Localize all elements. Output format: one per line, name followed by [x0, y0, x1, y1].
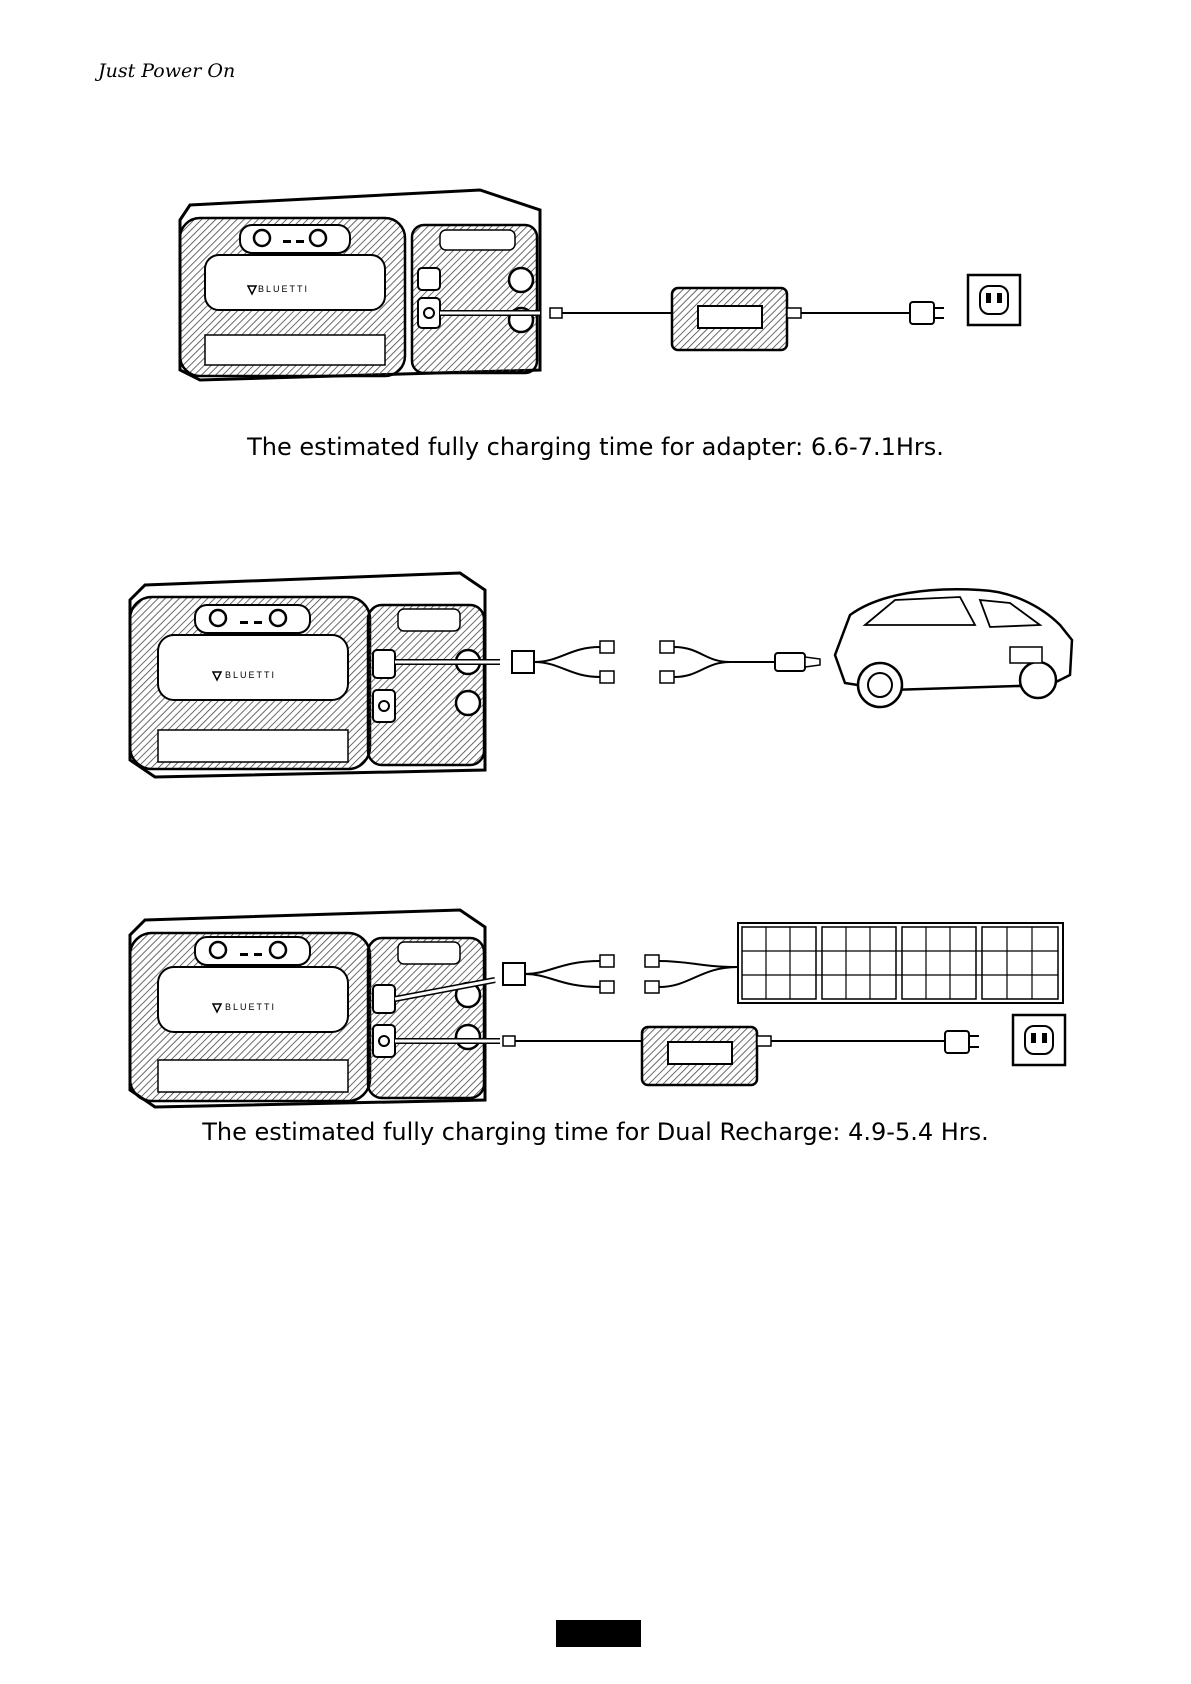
- page-number-bar: [556, 1620, 641, 1647]
- figure-dual-recharge: BLUETTI: [0, 905, 1191, 1115]
- caption-dual-recharge: The estimated fully charging time for Du…: [0, 1118, 1191, 1146]
- brand-logo-3: BLUETTI: [225, 1002, 276, 1012]
- caption-adapter-charging: The estimated fully charging time for ad…: [0, 433, 1191, 461]
- solar-panel: [738, 923, 1063, 1003]
- wall-outlet: [1013, 1015, 1065, 1065]
- adapter-charging-illustration: BLUETTI: [0, 180, 1191, 400]
- battery-module: BLUETTI: [180, 190, 540, 380]
- power-adapter: [672, 288, 944, 350]
- battery-module: BLUETTI: [130, 573, 485, 777]
- car-charging-illustration: BLUETTI: [0, 565, 1191, 785]
- header-tagline: Just Power On: [98, 60, 235, 82]
- brand-logo-1: BLUETTI: [258, 284, 309, 294]
- dual-recharge-illustration: BLUETTI: [0, 905, 1191, 1115]
- car: [835, 589, 1072, 707]
- battery-module: BLUETTI: [130, 910, 485, 1107]
- figure-adapter-charging: BLUETTI: [0, 180, 1191, 400]
- wall-outlet: [968, 275, 1020, 325]
- figure-car-charging: BLUETTI: [0, 565, 1191, 785]
- power-adapter: [642, 1027, 979, 1085]
- brand-logo-2: BLUETTI: [225, 670, 276, 680]
